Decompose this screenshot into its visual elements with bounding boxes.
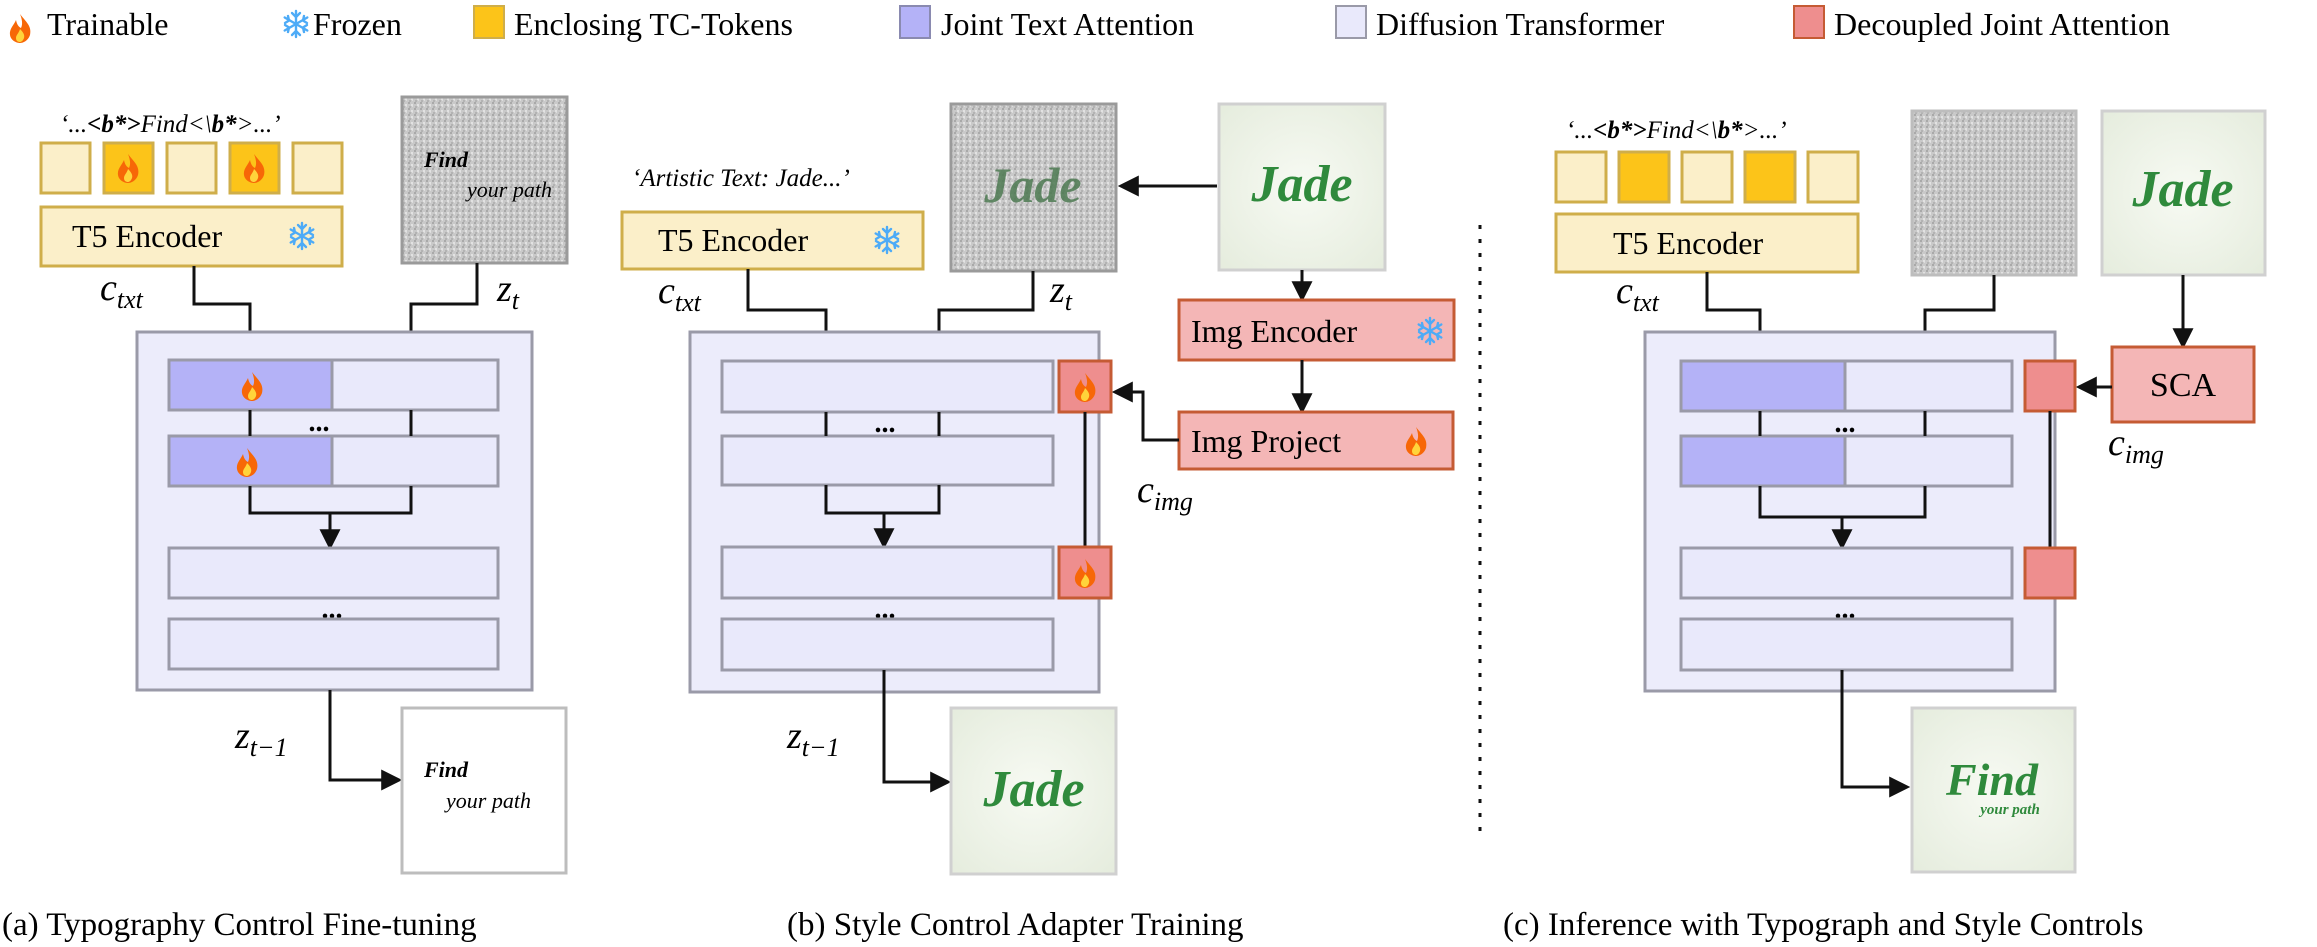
c-txt-label: ctxt (658, 270, 702, 317)
legend-swatch-joint-text-attention (899, 5, 931, 39)
z-t-label: zt (496, 268, 520, 315)
dit-block (1843, 359, 2014, 413)
legend-tc-tokens: Enclosing TC-Tokens (514, 6, 793, 42)
token (165, 141, 218, 195)
img-project-label: Img Project (1191, 423, 1341, 459)
tc-token (1617, 150, 1671, 204)
output-text-find: Find (423, 757, 469, 782)
noisy-jade-text: Jade (983, 157, 1081, 213)
output-image (400, 706, 568, 875)
dit-block (1679, 617, 2014, 672)
ellipsis: ... (1835, 594, 1856, 625)
decoupled-attention-block (2023, 546, 2077, 600)
z-t-label: zt (1049, 269, 1073, 316)
dit-block (720, 434, 1055, 487)
legend-decoupled-joint-attention: Decoupled Joint Attention (1834, 6, 2170, 42)
c-txt-label: ctxt (1616, 270, 1660, 317)
ellipsis: ... (1835, 408, 1856, 439)
token (1806, 150, 1860, 204)
reference-jade-text: Jade (1250, 156, 1352, 213)
fire-icon (9, 14, 31, 43)
panel-a: ‘...<b*>Find<\b*>...’ T5 Encoder Find yo… (2, 95, 569, 943)
ellipsis: ... (875, 594, 896, 625)
arrow-zt (400, 263, 479, 360)
t5-encoder-label: T5 Encoder (72, 218, 223, 254)
dit-block (1843, 434, 2014, 488)
ellipsis: ... (875, 408, 896, 439)
output-image (1910, 706, 2077, 874)
legend: Trainable Frozen Enclosing TC-Tokens Joi… (9, 5, 2170, 43)
reference-jade-image (2100, 109, 2267, 277)
reference-jade-image (1217, 102, 1387, 272)
noise-text-path: your path (465, 177, 552, 202)
img-encoder-label: Img Encoder (1191, 313, 1358, 349)
arrow-output (1840, 670, 1911, 798)
output-find-text: Find (1945, 754, 2039, 805)
panel-c: ‘...<b*>Find<\b*>...’ T5 Encoder Jade SC… (1503, 109, 2267, 943)
arrow-project-to-adapter (1111, 381, 1179, 442)
arrow-ctxt (192, 266, 261, 360)
panel-b-prompt: ‘Artistic Text: Jade...’ (632, 165, 850, 192)
joint-text-attention-block (1679, 434, 1847, 488)
legend-diffusion-transformer: Diffusion Transformer (1376, 6, 1665, 42)
tc-token (1743, 150, 1797, 204)
token (39, 141, 92, 195)
img-encoder-block (1177, 298, 1456, 362)
arrow-output (882, 670, 952, 793)
t5-encoder-block (620, 210, 925, 271)
t5-encoder-label: T5 Encoder (1613, 225, 1764, 261)
noise-text-find: Find (423, 147, 469, 172)
token (1554, 150, 1608, 204)
decoupled-attention-block (2023, 359, 2077, 413)
z-t-minus-1-label: zt−1 (234, 715, 288, 762)
token (1680, 150, 1734, 204)
ellipsis: ... (322, 594, 343, 625)
noise-image (1910, 109, 2078, 277)
dit-block (330, 358, 500, 412)
legend-trainable: Trainable (47, 6, 168, 42)
caption-b: (b) Style Control Adapter Training (787, 907, 1244, 943)
dit-block (1679, 546, 2014, 600)
legend-swatch-diffusion-transformer (1335, 5, 1367, 39)
noisy-latent-image (400, 95, 569, 265)
joint-text-attention-block (1679, 359, 1847, 413)
arrow-output (328, 690, 403, 791)
legend-frozen: Frozen (313, 6, 402, 42)
output-path-text: your path (1978, 802, 2040, 818)
legend-swatch-tc-tokens (473, 5, 505, 39)
output-text-path: your path (444, 788, 531, 813)
img-project-block (1177, 410, 1455, 471)
t5-encoder-label: T5 Encoder (658, 222, 809, 258)
c-txt-label: ctxt (100, 267, 144, 314)
noisy-jade-image (949, 102, 1118, 273)
legend-swatch-decoupled-joint-attention (1793, 5, 1825, 39)
token (291, 141, 344, 195)
dit-block (330, 434, 500, 488)
dit-block (720, 359, 1055, 414)
ellipsis: ... (309, 407, 330, 438)
output-jade-image (949, 706, 1118, 876)
output-jade-text: Jade (982, 761, 1084, 818)
c-img-label: cimg (2108, 422, 2164, 469)
reference-jade-text: Jade (2131, 161, 2233, 218)
dit-block (720, 545, 1055, 600)
legend-joint-text-attention: Joint Text Attention (941, 6, 1194, 42)
z-t-minus-1-label: zt−1 (786, 715, 840, 762)
panel-c-prompt: ‘...<b*>Find<\b*>...’ (1566, 117, 1787, 144)
panel-b: ‘Artistic Text: Jade...’ T5 Encoder Jade… (620, 102, 1456, 943)
dit-block (167, 546, 500, 600)
caption-c: (c) Inference with Typograph and Style C… (1503, 907, 2143, 943)
caption-a: (a) Typography Control Fine-tuning (2, 907, 477, 943)
c-img-label: cimg (1137, 469, 1193, 516)
tc-token (102, 141, 155, 195)
sca-label: SCA (2150, 367, 2217, 404)
sca-block (2110, 345, 2256, 424)
dit-block (720, 617, 1055, 672)
snowflake-icon (283, 9, 309, 39)
dit-block (167, 617, 500, 671)
panel-a-prompt: ‘...<b*>Find<\b*>...’ (60, 111, 281, 138)
